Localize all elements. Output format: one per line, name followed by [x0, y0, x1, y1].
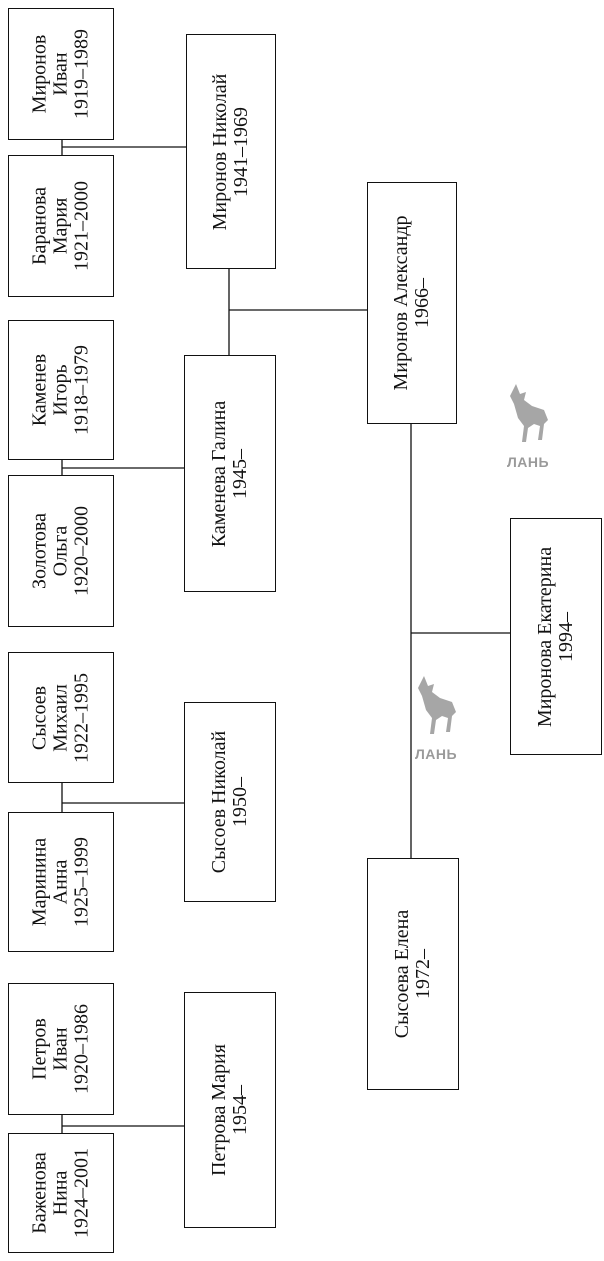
person-kamenev-igor: Каменев Игорь 1918–1979 [8, 320, 114, 460]
person-given-name: Мария [49, 197, 72, 255]
person-full-name: Миронов Александр [390, 215, 412, 391]
person-years: 1925–1999 [70, 837, 93, 927]
person-mironova-ekaterina: Миронова Екатерина 1994– [510, 518, 602, 755]
person-full-name: Миронов Николай [209, 73, 231, 230]
person-surname: Золотова [28, 513, 51, 590]
person-years: 1954– [229, 1085, 251, 1135]
person-label: Миронова Екатерина 1994– [534, 546, 577, 727]
doe-logo-icon [418, 676, 456, 734]
person-label: Каменева Галина 1945– [208, 400, 251, 547]
person-years: 1924–2001 [70, 1148, 93, 1238]
person-years: 1966– [411, 278, 433, 328]
person-years: 1920–1986 [70, 1004, 93, 1094]
watermark-text: ЛАНЬ [414, 746, 458, 762]
person-years: 1919–1989 [70, 29, 93, 119]
person-sysoev-nikolay: Сысоев Николай 1950– [184, 702, 276, 902]
person-label: Золотова Ольга 1920–2000 [28, 506, 93, 596]
person-given-name: Игорь [49, 364, 72, 416]
person-surname: Баранова [28, 187, 51, 265]
person-label: Миронов Иван 1919–1989 [28, 29, 93, 119]
person-label: Сысоева Елена 1972– [391, 909, 434, 1039]
person-given-name: Ольга [49, 525, 72, 577]
publisher-watermark: ЛАНЬ [500, 380, 556, 470]
person-label: Миронов Александр 1966– [390, 215, 433, 391]
person-years: 1994– [555, 611, 577, 662]
person-years: 1941–1969 [230, 106, 252, 197]
person-surname: Сысоев [28, 685, 51, 750]
person-petrov-ivan: Петров Иван 1920–1986 [8, 983, 114, 1115]
person-years: 1945– [229, 448, 251, 499]
person-baranova-maria: Баранова Мария 1921–2000 [8, 155, 114, 297]
person-zolotova-olga: Золотова Ольга 1920–2000 [8, 475, 114, 627]
person-surname: Петров [28, 1018, 51, 1080]
person-years: 1972– [412, 949, 434, 999]
person-bazhenova-nina: Баженова Нина 1924–2001 [8, 1133, 114, 1253]
person-full-name: Сысоев Николай [208, 730, 230, 874]
person-full-name: Каменева Галина [208, 400, 230, 547]
person-years: 1950– [229, 777, 251, 827]
person-given-name: Иван [49, 1027, 72, 1071]
person-label: Петров Иван 1920–1986 [28, 1004, 93, 1094]
person-label: Петрова Мария 1954– [208, 1044, 251, 1176]
person-surname: Баженова [28, 1152, 51, 1234]
person-mironov-alexandr: Миронов Александр 1966– [367, 182, 457, 424]
person-full-name: Сысоева Елена [391, 909, 413, 1039]
person-years: 1922–1995 [70, 672, 93, 763]
person-sysoeva-elena: Сысоева Елена 1972– [367, 858, 459, 1090]
person-surname: Миронов [28, 34, 51, 114]
person-years: 1920–2000 [70, 506, 93, 596]
person-full-name: Петрова Мария [208, 1044, 230, 1176]
person-years: 1918–1979 [70, 345, 93, 435]
doe-logo-icon [510, 384, 548, 442]
person-given-name: Михаил [49, 683, 72, 752]
person-years: 1921–2000 [70, 181, 93, 271]
person-label: Миронов Николай 1941–1969 [209, 73, 252, 230]
person-label: Маринина Анна 1925–1999 [28, 837, 93, 927]
watermark-text: ЛАНЬ [506, 454, 550, 470]
person-full-name: Миронова Екатерина [534, 546, 556, 727]
person-label: Баранова Мария 1921–2000 [28, 181, 93, 271]
person-marinina-anna: Маринина Анна 1925–1999 [8, 812, 114, 952]
person-given-name: Анна [49, 859, 72, 905]
publisher-watermark: ЛАНЬ [408, 672, 464, 762]
person-given-name: Иван [49, 52, 72, 96]
person-sysoev-mikhail: Сысоев Михаил 1922–1995 [8, 652, 114, 783]
person-mironov-ivan: Миронов Иван 1919–1989 [8, 8, 114, 140]
person-label: Баженова Нина 1924–2001 [28, 1148, 93, 1238]
person-given-name: Нина [49, 1170, 72, 1216]
person-label: Каменев Игорь 1918–1979 [28, 345, 93, 435]
person-petrova-maria: Петрова Мария 1954– [184, 992, 276, 1228]
person-mironov-nikolay: Миронов Николай 1941–1969 [186, 34, 276, 269]
person-label: Сысоев Михаил 1922–1995 [28, 672, 93, 763]
person-surname: Каменев [28, 353, 51, 427]
person-label: Сысоев Николай 1950– [208, 730, 251, 874]
person-surname: Маринина [28, 837, 51, 927]
person-kameneva-galina: Каменева Галина 1945– [184, 355, 276, 592]
